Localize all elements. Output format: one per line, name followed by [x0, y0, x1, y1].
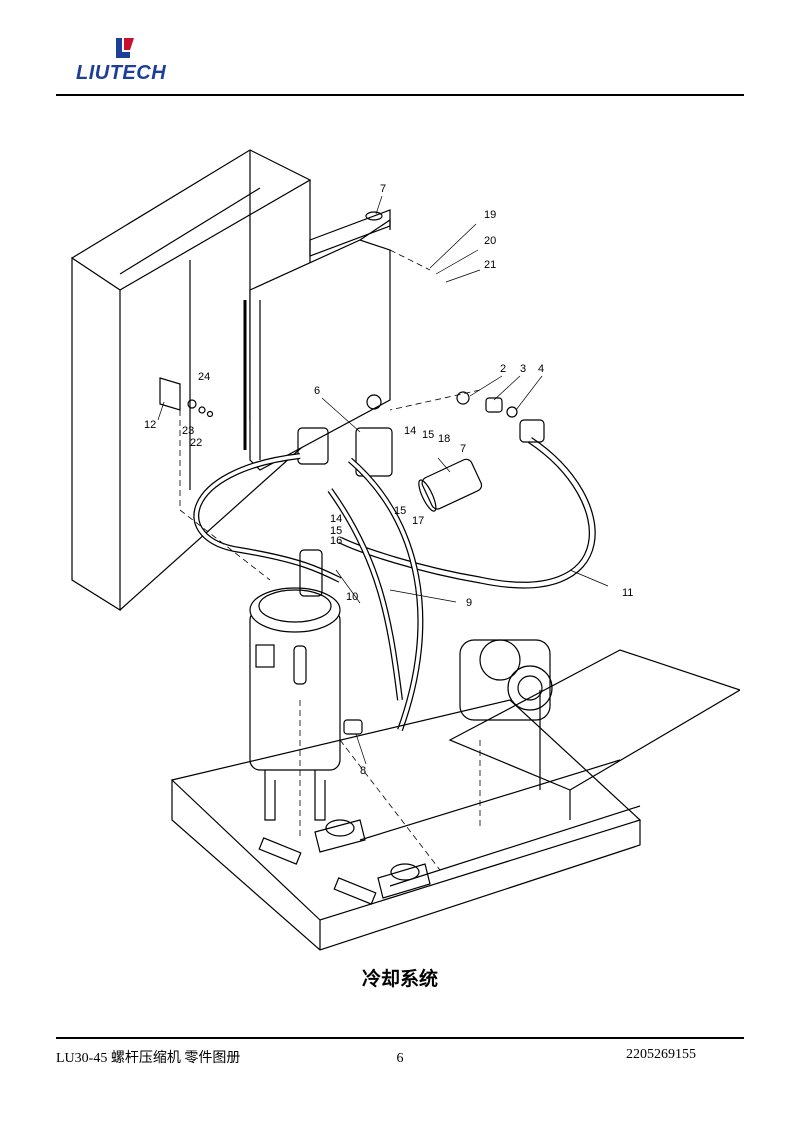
o-ring-2: [456, 391, 470, 405]
callout-19: 19: [484, 209, 496, 221]
washer-4: [506, 406, 518, 418]
callout-2: 2: [500, 363, 506, 375]
side-panel: [71, 256, 121, 612]
figure-caption: 冷却系统: [361, 968, 438, 990]
footer-rule: [56, 1037, 744, 1039]
header-rule: [56, 94, 744, 96]
callout-10: 10: [346, 591, 358, 603]
oil-cooler-manifold: [355, 427, 393, 477]
callout-22: 22: [190, 437, 202, 449]
callout-20: 20: [484, 235, 496, 247]
separator-tank: [249, 609, 341, 771]
hose-nut: [519, 419, 545, 443]
callout-6: 6: [314, 385, 320, 397]
hose-left: [193, 453, 342, 583]
thermostat-housing: [297, 427, 329, 465]
air-end: [459, 639, 553, 721]
oil-filter-7: [421, 458, 483, 510]
callout-7: 7: [460, 443, 466, 455]
brand-wordmark: LIUTECH: [76, 62, 167, 84]
page-number: 6: [396, 1051, 404, 1066]
callout-9: 9: [466, 597, 472, 609]
callout-8: 8: [360, 765, 366, 777]
adapter-3: [485, 397, 503, 413]
callout-23: 23: [182, 425, 194, 437]
callout-21: 21: [484, 259, 496, 271]
brand-logo: LIUTECH: [76, 36, 186, 88]
radiator-core: [249, 239, 391, 471]
callout-15-mid: 15: [394, 505, 406, 517]
callout-12: 12: [144, 419, 156, 431]
callout-4: 4: [538, 363, 544, 375]
logo-mark-icon: [116, 38, 134, 58]
motor-bracket: [448, 649, 740, 791]
motor-mount-rear: [377, 863, 431, 899]
elbow-fitting-8: [343, 719, 363, 735]
footer-model-text: LU30-45 螺杆压缩机 零件图册: [56, 1051, 241, 1066]
callout-14-upper: 14: [404, 425, 416, 437]
callout-14-lower: 14: [330, 513, 342, 525]
callout-11: 11: [622, 587, 633, 599]
callout-15-lower: 15: [330, 525, 342, 537]
motor-mount-front: [314, 819, 366, 853]
callout-3: 3: [520, 363, 526, 375]
callout-5: 7: [380, 183, 386, 195]
callout-17: 17: [412, 515, 424, 527]
callout-24: 24: [198, 371, 210, 383]
callout-18: 18: [438, 433, 450, 445]
callout-15-upper: 15: [422, 429, 434, 441]
cooling-system-exploded-diagram: 7 19 20 21 2 3 4 6 7 14 15 18 15 17 14 1…: [71, 149, 740, 951]
document-number: 2205269155: [626, 1047, 696, 1062]
callout-16: 16: [330, 535, 342, 547]
